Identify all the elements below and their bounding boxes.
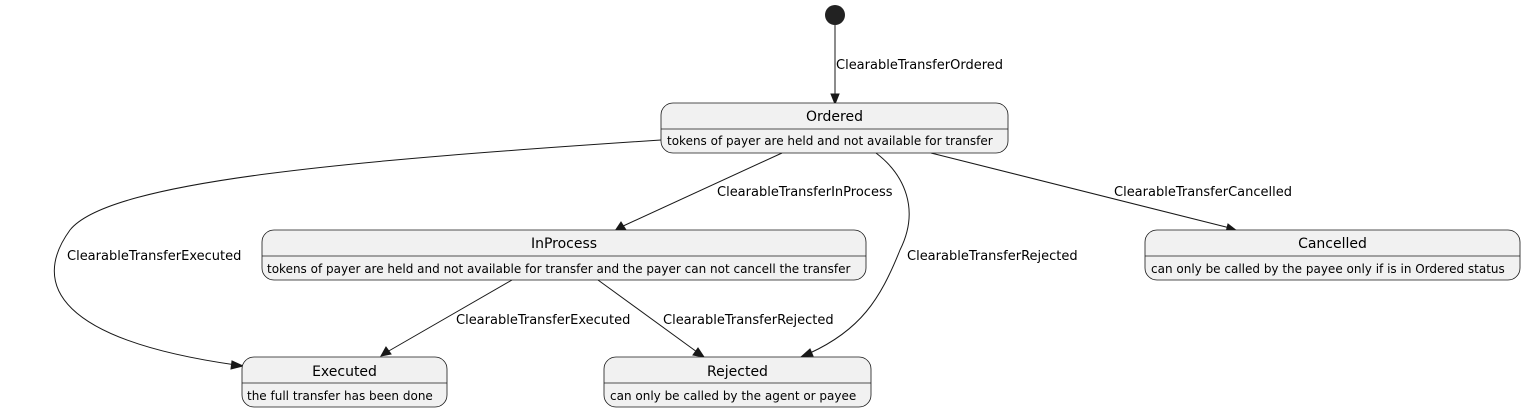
transition-start-to-ordered: ClearableTransferOrdered — [830, 25, 1003, 106]
state-title-executed: Executed — [312, 364, 377, 380]
state-description-rejected: can only be called by the agent or payee — [610, 389, 856, 403]
transition-label-ordered-rejected: ClearableTransferRejected — [907, 249, 1078, 264]
transition-line — [386, 279, 513, 353]
transition-label-ordered-cancelled: ClearableTransferCancelled — [1114, 185, 1292, 200]
arrowhead — [799, 348, 814, 358]
transition-label-start-ordered: ClearableTransferOrdered — [836, 58, 1003, 73]
state-description-executed: the full transfer has been done — [247, 389, 433, 403]
state-box — [603, 356, 872, 408]
transition-label-inprocess-executed: ClearableTransferExecuted — [456, 313, 630, 328]
transition-label-ordered-inprocess: ClearableTransferInProcess — [717, 185, 893, 200]
transition-line — [809, 152, 910, 354]
state-description-ordered: tokens of payer are held and not availab… — [667, 134, 993, 148]
arrowhead — [230, 360, 245, 370]
state-title-rejected: Rejected — [707, 364, 768, 380]
transition-line — [930, 152, 1231, 229]
state-inprocess: InProcess tokens of payer are held and n… — [261, 229, 867, 281]
state-description-inprocess: tokens of payer are held and not availab… — [267, 262, 850, 276]
state-cancelled: Cancelled can only be called by the paye… — [1144, 229, 1521, 281]
state-box — [261, 229, 867, 281]
state-ordered: Ordered tokens of payer are held and not… — [660, 102, 1009, 154]
arrowhead — [830, 93, 840, 106]
transition-line — [620, 152, 783, 228]
state-box — [241, 356, 448, 408]
state-box — [1144, 229, 1521, 281]
transition-label-ordered-executed: ClearableTransferExecuted — [67, 249, 241, 264]
transition-inprocess-to-executed: ClearableTransferExecuted — [380, 279, 630, 357]
transition-ordered-to-cancelled: ClearableTransferCancelled — [930, 152, 1292, 233]
transition-line — [53, 139, 662, 366]
transition-inprocess-to-rejected: ClearableTransferRejected — [597, 279, 834, 358]
state-title-ordered: Ordered — [806, 109, 863, 125]
transition-ordered-to-executed: ClearableTransferExecuted — [53, 139, 662, 370]
arrowhead — [692, 347, 706, 358]
state-description-cancelled: can only be called by the payee only if … — [1151, 262, 1505, 276]
arrowhead — [380, 346, 392, 357]
transition-line — [597, 279, 698, 353]
state-executed: Executed the full transfer has been done — [241, 356, 448, 408]
state-title-cancelled: Cancelled — [1298, 236, 1367, 252]
transition-label-inprocess-rejected: ClearableTransferRejected — [663, 313, 834, 328]
state-title-inprocess: InProcess — [531, 236, 597, 252]
initial-state-node — [825, 5, 845, 25]
state-box — [660, 102, 1009, 154]
transition-ordered-to-rejected: ClearableTransferRejected — [799, 152, 1078, 358]
transition-ordered-to-inprocess: ClearableTransferInProcess — [614, 152, 893, 232]
state-rejected: Rejected can only be called by the agent… — [603, 356, 872, 408]
